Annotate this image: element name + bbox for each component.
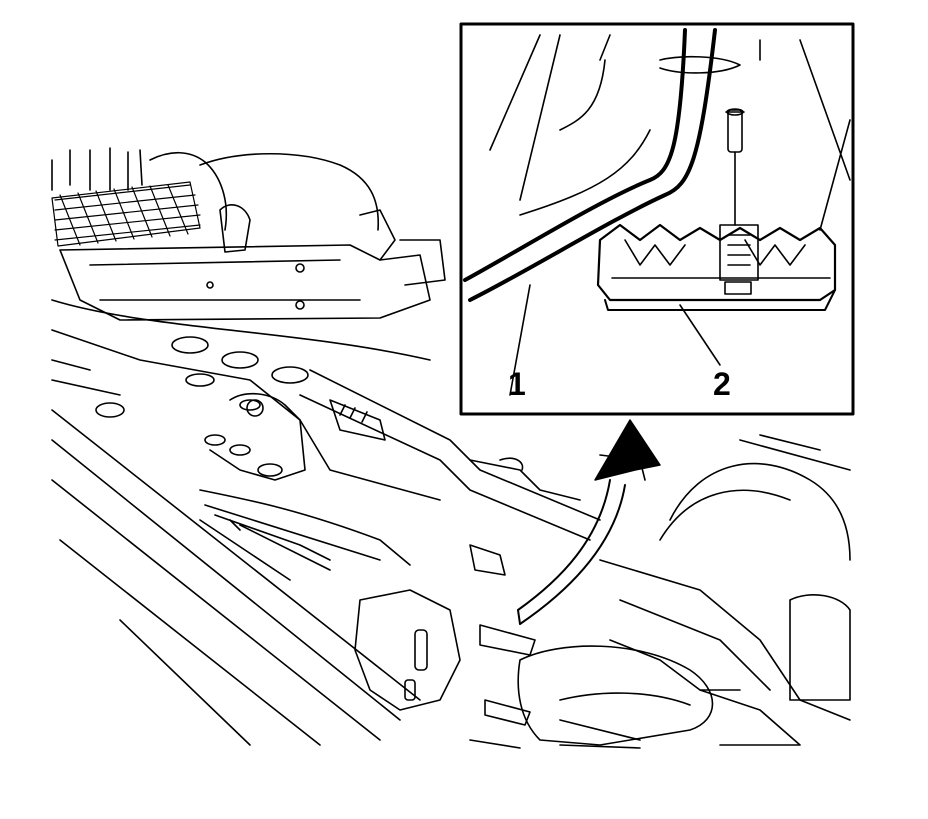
wheel-arch [669, 462, 851, 561]
pipe-clips [329, 399, 536, 726]
detail-inset [459, 22, 855, 416]
callout-label-1: 1 [508, 366, 526, 402]
mesh-panel [51, 181, 201, 247]
leader-line-1 [509, 284, 531, 396]
underbody-view [51, 147, 851, 749]
pipe-clip-detail [596, 223, 837, 311]
callout-arrow [517, 419, 661, 625]
inset-frame [459, 22, 855, 416]
push-pin-fastener [725, 108, 745, 226]
callout-label-2: 2 [713, 366, 731, 402]
leader-line-2 [679, 304, 721, 366]
floor-holes [95, 336, 309, 477]
